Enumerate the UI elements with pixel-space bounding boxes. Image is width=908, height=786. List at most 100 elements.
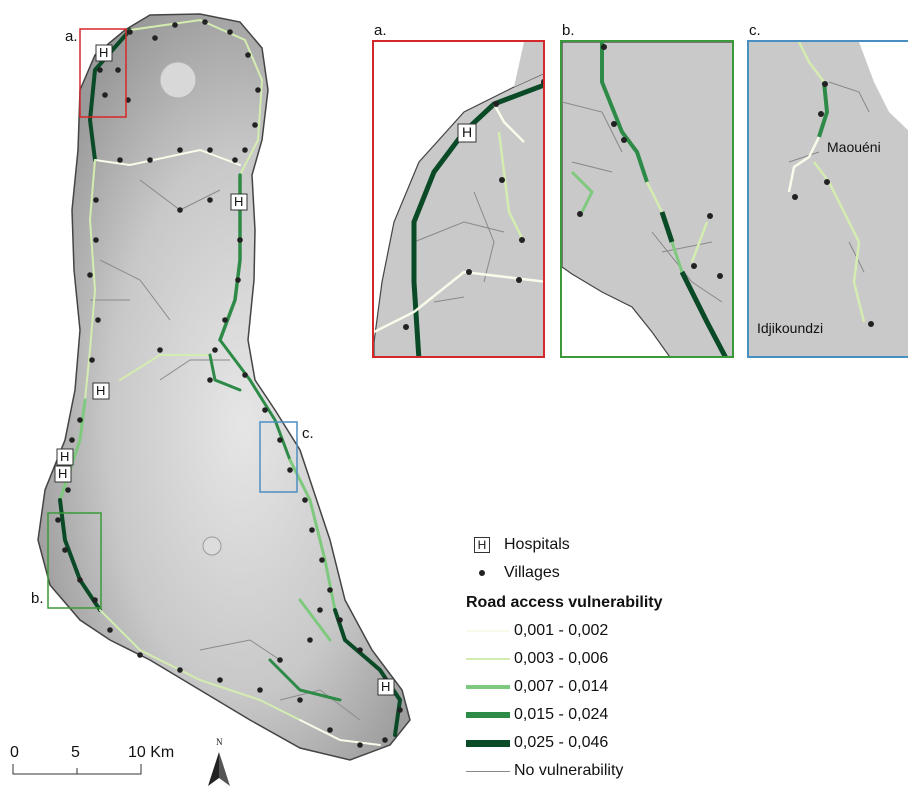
village-dot (207, 147, 213, 153)
hospital-symbol: H (96, 383, 106, 398)
village-dot (89, 357, 95, 363)
village-dot (172, 22, 178, 28)
inset-c: Maouéni Idjikoundzi (747, 40, 908, 358)
inset-c-frame (259, 421, 298, 493)
legend-class-swatch (466, 739, 510, 747)
village-dot (319, 557, 325, 563)
hospital-symbol: H (462, 124, 473, 140)
village-dot (257, 687, 263, 693)
village-dot (297, 697, 303, 703)
village-dot (177, 207, 183, 213)
village-dot (212, 347, 218, 353)
main-marker-b: b. (31, 590, 44, 607)
main-hospitals (54, 44, 395, 696)
legend-class-swatch (466, 630, 510, 632)
village-dot (93, 237, 99, 243)
inset-a: H (372, 40, 545, 358)
legend-hospitals: H Hospitals (474, 534, 570, 556)
village-dot (245, 52, 251, 58)
no-vulnerability-swatch (466, 770, 510, 772)
legend-villages-label: Villages (504, 564, 560, 581)
village-dot (217, 677, 223, 683)
village-dot (309, 527, 315, 533)
inset-b (560, 40, 734, 358)
place-name-idjikoundzi: Idjikoundzi (757, 320, 824, 336)
village-dot (307, 637, 313, 643)
village-dot (277, 437, 283, 443)
village-dot (77, 577, 83, 583)
village-dot (242, 147, 248, 153)
village-dot (262, 407, 268, 413)
legend-hospitals-label: Hospitals (504, 536, 570, 553)
legend-villages: Villages (474, 562, 560, 584)
village-dot (382, 737, 388, 743)
legend-class-row: 0,003 - 0,006 (466, 648, 608, 670)
crater (202, 536, 222, 556)
village-dot (127, 29, 133, 35)
village-dot (317, 607, 323, 613)
legend-title: Road access vulnerability (466, 592, 663, 614)
village-dot (357, 647, 363, 653)
legend-class-label: 0,025 - 0,046 (514, 734, 609, 751)
legend-class-label: 0,001 - 0,002 (514, 622, 609, 639)
village-dot (235, 277, 241, 283)
scale-tick-0: 0 (10, 744, 19, 761)
village-dot (177, 667, 183, 673)
village-dot (287, 467, 293, 473)
hospital-symbol: H (99, 45, 109, 60)
village-dot (69, 437, 75, 443)
scale-tick-10: 10 Km (128, 744, 175, 761)
village-dot (277, 657, 283, 663)
village-dot (152, 35, 158, 41)
village-dot (302, 497, 308, 503)
village-dot (177, 147, 183, 153)
legend-class-swatch (466, 657, 510, 661)
main-marker-a: a. (65, 28, 78, 45)
legend-class-row: 0,001 - 0,002 (466, 620, 608, 642)
village-dot (115, 67, 121, 73)
place-name-maoueni: Maouéni (827, 139, 881, 155)
legend-class-row: 0,007 - 0,014 (466, 676, 608, 698)
north-crater (159, 61, 197, 99)
village-dot (397, 707, 403, 713)
village-dot (55, 517, 61, 523)
legend-class-swatch (466, 685, 510, 689)
village-dot (337, 617, 343, 623)
village-dot (242, 372, 248, 378)
villages (55, 19, 403, 748)
village-dot (93, 197, 99, 203)
village-dot (137, 652, 143, 658)
legend-class-row: 0,025 - 0,046 (466, 732, 608, 754)
village-dot (92, 597, 98, 603)
village-dot (117, 157, 123, 163)
village-dot (327, 727, 333, 733)
village-dot (237, 237, 243, 243)
inset-b-frame (47, 512, 102, 609)
hospital-symbol: H (381, 679, 391, 694)
hospital-symbol: H (234, 194, 244, 209)
village-dot-icon (479, 570, 485, 576)
inset-b-label: b. (562, 22, 575, 39)
village-dot (147, 157, 153, 163)
scale-tick-5: 5 (71, 744, 80, 761)
legend-class-label: 0,007 - 0,014 (514, 678, 609, 695)
north-label: N (216, 737, 223, 747)
village-dot (77, 417, 83, 423)
village-dot (222, 317, 228, 323)
legend-class-label: 0,003 - 0,006 (514, 650, 609, 667)
main-marker-c: c. (302, 425, 314, 442)
hospital-symbol: H (58, 466, 68, 481)
village-dot (102, 92, 108, 98)
legend-no-vulnerability-label: No vulnerability (514, 762, 624, 779)
north-arrow-icon (208, 752, 230, 786)
legend-title-text: Road access vulnerability (466, 594, 663, 611)
hospital-symbol: H (60, 449, 70, 464)
legend-no-vulnerability: No vulnerability (466, 760, 623, 782)
inset-a-label: a. (374, 22, 387, 39)
village-dot (207, 197, 213, 203)
village-dot (357, 742, 363, 748)
village-dot (202, 19, 208, 25)
legend-class-label: 0,015 - 0,024 (514, 706, 609, 723)
village-dot (227, 29, 233, 35)
